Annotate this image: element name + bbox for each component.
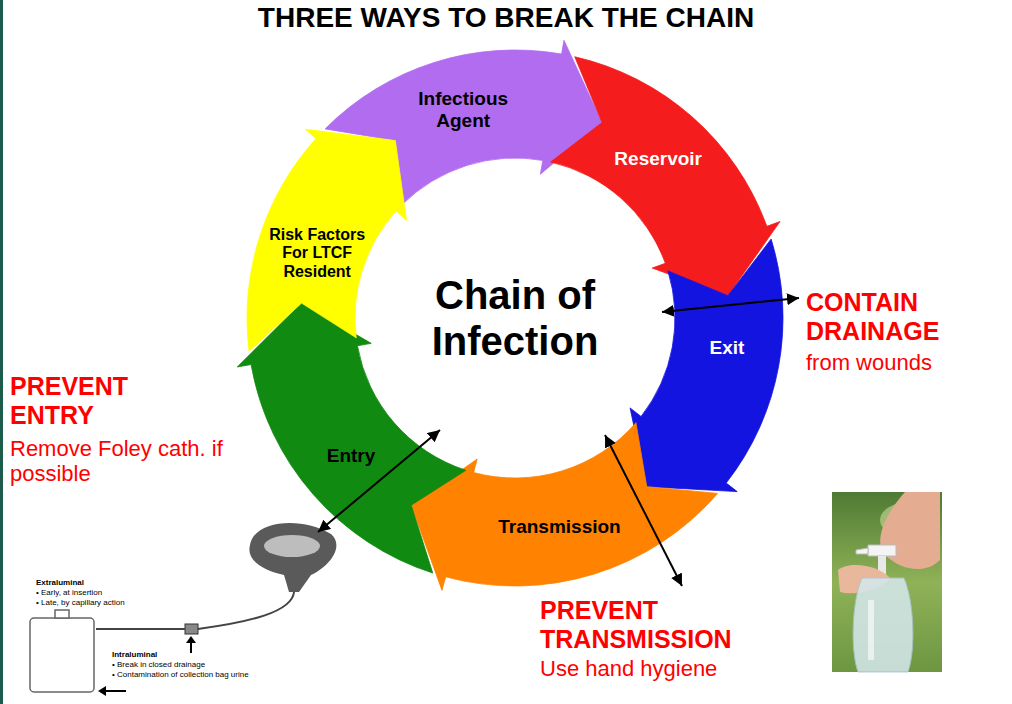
segment-label: Exit: [687, 337, 767, 359]
upper-hand: [880, 492, 940, 569]
figure-note: Intraluminal: [112, 650, 282, 660]
pump-nozzle: [856, 548, 868, 554]
bladder-inner: [264, 535, 320, 557]
segment-label: Transmission: [479, 516, 639, 538]
callout-text: Use hand hygiene: [540, 656, 780, 681]
foley-catheter-illustration: [30, 523, 336, 696]
catheter-tube: [198, 592, 294, 629]
callout-heading: CONTAIN DRAINAGE: [806, 288, 1006, 346]
callout-text: from wounds: [806, 350, 1006, 375]
segment-label: Reservoir: [598, 148, 718, 170]
segment-text-group: Risk Factors For LTCF Resident: [261, 226, 373, 281]
callout-heading: PREVENT TRANSMISSION: [540, 596, 755, 654]
figure-note: Extraluminal: [36, 578, 186, 588]
figure-note: • Contamination of collection bag urine: [112, 670, 282, 680]
segment-text-group: Entry: [311, 445, 391, 467]
segment-label: Risk Factors For LTCF Resident: [261, 226, 373, 281]
photo-background: [832, 492, 942, 672]
segment-label: Infectious Agent: [403, 89, 523, 133]
segment-text-group: Transmission: [479, 516, 639, 538]
arrow-segment-outline: [551, 57, 780, 296]
arrow-segment-outline: [237, 303, 466, 573]
arrow-segment-outline: [411, 423, 717, 591]
small-arrow: [104, 690, 126, 692]
figure-note: • Late, by capillary action: [36, 598, 186, 608]
double-arrow: [605, 435, 682, 586]
sanitizer-bottle: [853, 578, 913, 672]
diagram-title: THREE WAYS TO BREAK THE CHAIN: [0, 2, 1012, 34]
double-arrow: [662, 298, 799, 312]
hand-hygiene-photo: [832, 492, 942, 672]
bag-cap: [55, 610, 69, 618]
pump-head: [868, 545, 896, 556]
segment-text-group: Reservoir: [598, 148, 718, 170]
arrow-segment-outline: [247, 129, 406, 351]
small-arrowhead: [186, 636, 196, 643]
bottle-highlight: [868, 600, 874, 660]
bladder: [249, 523, 336, 592]
segment-label: Entry: [311, 445, 391, 467]
arrow-segment-outline: [630, 239, 783, 492]
center-title: Chain of Infection: [390, 272, 640, 364]
drainage-tube: [96, 628, 185, 630]
figure-note: • Break in closed drainage: [112, 660, 282, 670]
small-arrowhead: [98, 686, 106, 696]
figure-note: • Early, at insertion: [36, 588, 186, 598]
callout-heading: PREVENT ENTRY: [10, 372, 180, 430]
segment-text-group: Infectious Agent: [403, 89, 523, 133]
callout-text: Remove Foley cath. if possible: [10, 436, 225, 487]
tube-connector: [185, 624, 198, 634]
page-edge: [0, 0, 3, 704]
segment-text-group: Exit: [687, 337, 767, 359]
double-arrow: [318, 430, 440, 532]
collection-bag: [30, 618, 94, 692]
